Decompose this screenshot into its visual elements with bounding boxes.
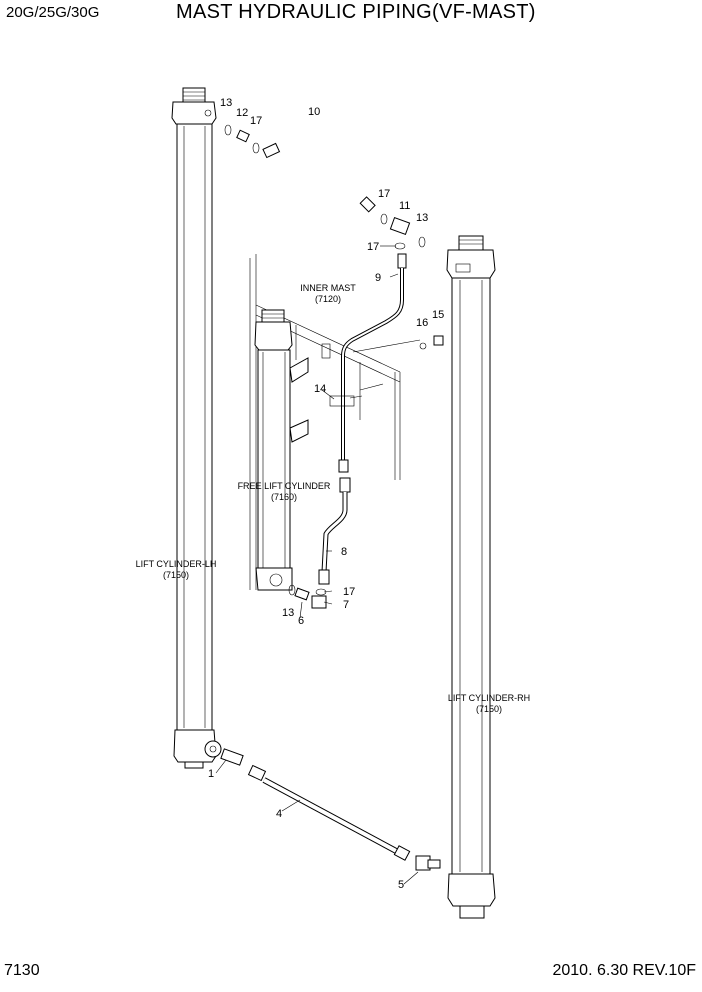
fittings — [220, 124, 444, 871]
caption-lift-lh-code: (7150) — [163, 570, 189, 580]
part-label-10: 10 — [308, 106, 320, 118]
part-label-14: 14 — [314, 383, 326, 395]
part-label-5: 5 — [398, 879, 404, 891]
part-label-7: 7 — [343, 599, 349, 611]
lift-cylinder-lh — [171, 87, 222, 769]
caption-lift-rh-code: (7150) — [476, 704, 502, 714]
part-label-17-b: 17 — [378, 188, 390, 200]
caption-lift-lh: LIFT CYLINDER-LH — [136, 559, 217, 569]
part-label-1: 1 — [208, 768, 214, 780]
hose-middle — [318, 477, 351, 585]
part-label-9: 9 — [375, 272, 381, 284]
pipe-vertical — [338, 253, 407, 473]
part-label-13-right: 13 — [416, 212, 428, 224]
caption-free-lift-code: (7160) — [271, 492, 297, 502]
caption-free-lift: FREE LIFT CYLINDER — [238, 481, 331, 491]
part-label-15: 15 — [432, 309, 444, 321]
part-label-4: 4 — [276, 808, 282, 820]
part-label-16: 16 — [416, 317, 428, 329]
part-numbers: 1 4 5 6 7 8 9 10 11 12 13 13 13 14 15 16… — [208, 97, 444, 891]
part-label-8: 8 — [341, 546, 347, 558]
caption-lift-rh: LIFT CYLINDER-RH — [448, 693, 530, 703]
captions: INNER MAST (7120) FREE LIFT CYLINDER (71… — [136, 283, 531, 714]
part-label-11: 11 — [399, 200, 410, 212]
hose-top — [262, 130, 376, 213]
part-label-17-c: 17 — [367, 241, 379, 253]
leader-lines — [215, 245, 419, 885]
page-title: MAST HYDRAULIC PIPING(VF-MAST) — [176, 1, 536, 23]
part-label-17-a: 17 — [250, 115, 262, 127]
part-label-6: 6 — [298, 615, 304, 627]
caption-inner-mast-code: (7120) — [315, 294, 341, 304]
hose-bottom — [247, 764, 411, 861]
part-label-17-d: 17 — [343, 586, 355, 598]
caption-inner-mast: INNER MAST — [300, 283, 356, 293]
free-lift-cylinder — [254, 309, 309, 591]
revision-info: 2010. 6.30 REV.10F — [552, 962, 696, 979]
part-label-13-bottom: 13 — [282, 607, 294, 619]
page-number: 7130 — [4, 962, 40, 979]
part-label-12: 12 — [236, 107, 248, 119]
model-code: 20G/25G/30G — [6, 4, 100, 21]
part-label-13-top: 13 — [220, 97, 232, 109]
lift-cylinder-rh — [446, 235, 496, 919]
